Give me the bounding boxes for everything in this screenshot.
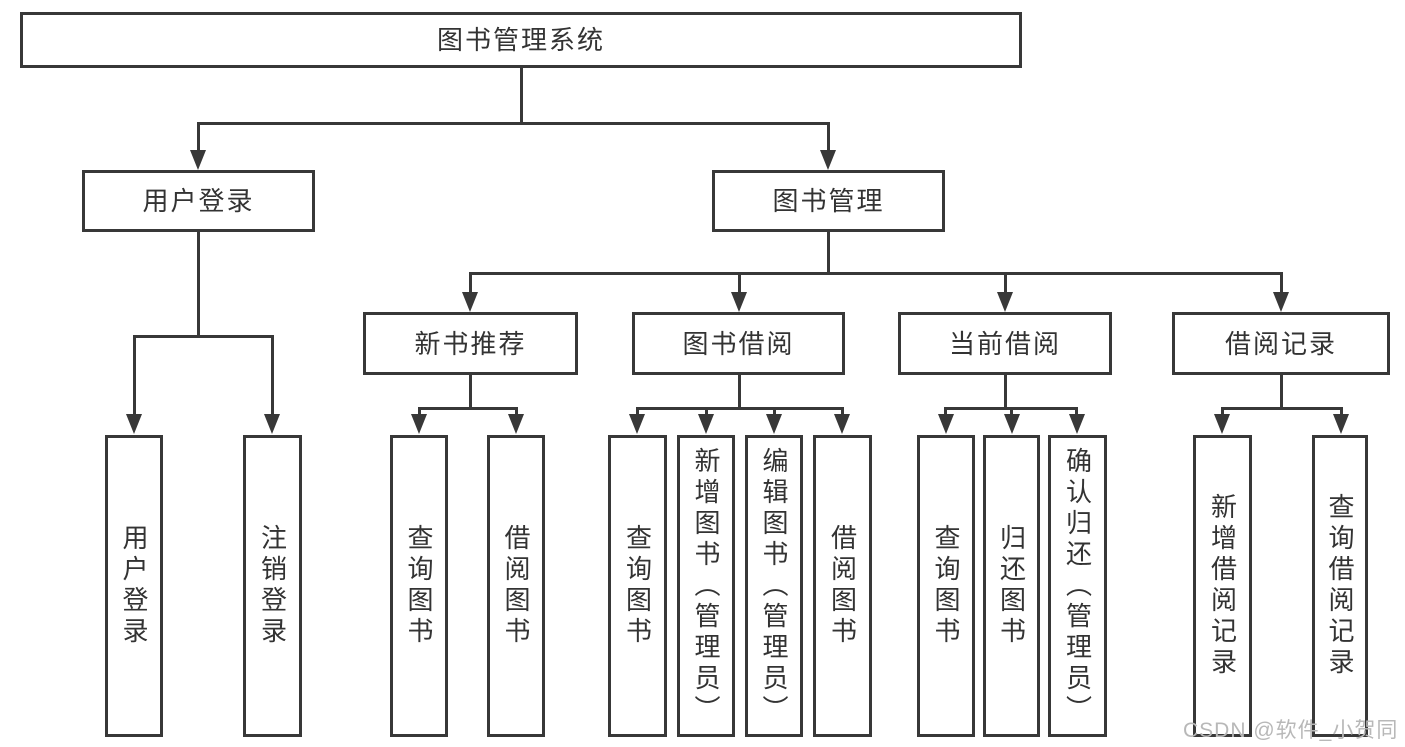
arrow-down-leaf <box>1214 414 1230 434</box>
connector-drop-new-book <box>469 272 472 294</box>
node-current-borrow: 当前借阅 <box>898 312 1112 375</box>
connector-current-borrow-stem <box>1004 375 1007 410</box>
connector-root-hbar <box>197 122 830 125</box>
arrow-down-new-book <box>462 292 478 312</box>
arrow-down-book-management <box>820 150 836 170</box>
connector-book-borrow-stem <box>738 375 741 410</box>
arrow-down-login <box>126 414 142 434</box>
arrow-down-user-login <box>190 150 206 170</box>
connector-root-stem <box>520 68 523 124</box>
leaf-borrow-books: 借阅图书 <box>487 435 545 737</box>
connector-drop-leaf <box>1075 407 1078 417</box>
connector-drop-leaf <box>515 407 518 417</box>
connector-drop-leaf <box>1340 407 1343 417</box>
arrow-down-leaf <box>766 414 782 434</box>
leaf-query-borrow-record: 查询借阅记录 <box>1312 435 1368 737</box>
arrow-down-leaf <box>1069 414 1085 434</box>
node-book-management: 图书管理 <box>712 170 945 232</box>
leaf-query-books: 查询图书 <box>608 435 667 737</box>
leaf-user-login: 用户登录 <box>105 435 163 737</box>
node-user-login: 用户登录 <box>82 170 315 232</box>
arrow-down-leaf <box>938 414 954 434</box>
connector-drop-leaf <box>418 407 421 417</box>
connector-user-login-hbar <box>133 335 274 338</box>
connector-drop-book-management <box>827 122 830 152</box>
leaf-logout: 注销登录 <box>243 435 302 737</box>
leaf-add-borrow-record: 新增借阅记录 <box>1193 435 1252 737</box>
node-root: 图书管理系统 <box>20 12 1022 68</box>
connector-drop-leaf <box>705 407 708 417</box>
connector-drop-leaf <box>944 407 947 417</box>
arrow-down-leaf <box>411 414 427 434</box>
leaf-borrow-books: 借阅图书 <box>813 435 872 737</box>
connector-user-login-stem <box>197 232 200 338</box>
arrow-down-leaf <box>508 414 524 434</box>
connector-drop-leaf <box>1010 407 1013 417</box>
connector-new-book-hbar <box>418 407 518 410</box>
arrow-down-leaf <box>629 414 645 434</box>
connector-borrow-records-stem <box>1280 375 1283 410</box>
connector-drop-leaf <box>773 407 776 417</box>
leaf-add-books-admin: 新增图书（管理员） <box>677 435 735 737</box>
node-new-book-recommend: 新书推荐 <box>363 312 578 375</box>
connector-drop-leaf <box>636 407 639 417</box>
connector-drop-logout <box>271 335 274 415</box>
arrow-down-leaf <box>1333 414 1349 434</box>
leaf-query-books: 查询图书 <box>917 435 975 737</box>
connector-book-management-stem <box>827 232 830 275</box>
leaf-query-books: 查询图书 <box>390 435 448 737</box>
connector-drop-borrow-records <box>1280 272 1283 294</box>
node-book-borrow: 图书借阅 <box>632 312 845 375</box>
arrow-down-book-borrow <box>731 292 747 312</box>
arrow-down-current-borrow <box>997 292 1013 312</box>
node-borrow-records: 借阅记录 <box>1172 312 1390 375</box>
connector-book-borrow-hbar <box>636 407 844 410</box>
connector-drop-leaf <box>1221 407 1224 417</box>
connector-borrow-records-hbar <box>1221 407 1342 410</box>
leaf-edit-books-admin: 编辑图书（管理员） <box>745 435 803 737</box>
connector-drop-book-borrow <box>738 272 741 294</box>
arrow-down-leaf <box>834 414 850 434</box>
connector-drop-current-borrow <box>1004 272 1007 294</box>
arrow-down-leaf <box>1004 414 1020 434</box>
leaf-confirm-return-admin: 确认归还（管理员） <box>1048 435 1107 737</box>
csdn-watermark: CSDN @软件_小贺同学 <box>1183 719 1399 742</box>
connector-drop-leaf <box>841 407 844 417</box>
arrow-down-logout <box>264 414 280 434</box>
arrow-down-borrow-records <box>1273 292 1289 312</box>
connector-book-management-hbar <box>469 272 1283 275</box>
leaf-return-books: 归还图书 <box>983 435 1040 737</box>
connector-new-book-stem <box>469 375 472 410</box>
connector-drop-user-login <box>197 122 200 152</box>
arrow-down-leaf <box>698 414 714 434</box>
connector-drop-login <box>133 335 136 415</box>
